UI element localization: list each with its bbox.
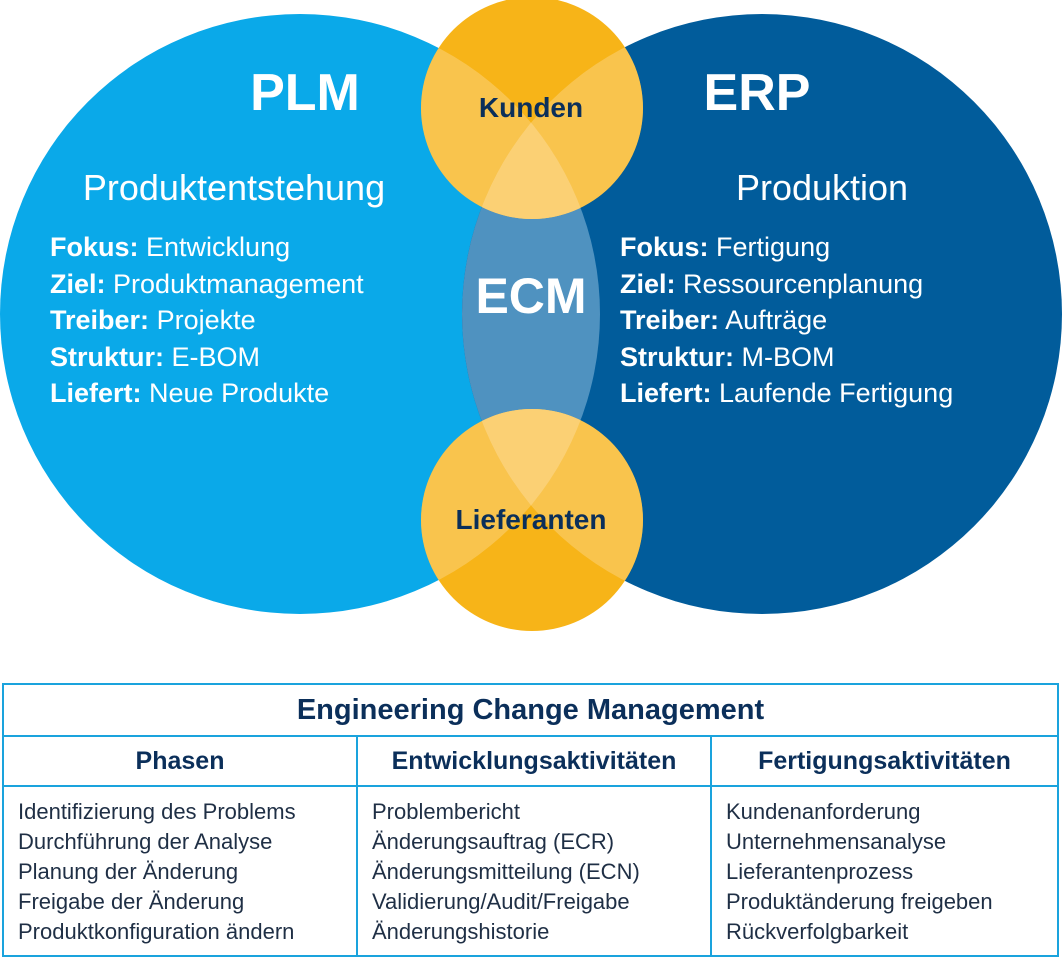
plm-subtitle: Produktentstehung — [83, 167, 385, 208]
column-header: Phasen — [4, 737, 356, 787]
kunden-label: Kunden — [479, 92, 583, 123]
list-item: Rückverfolgbarkeit — [726, 919, 909, 944]
table-column-entwicklung: Entwicklungsaktivitäten Problembericht Ä… — [356, 737, 710, 957]
list-item: Produktkonfiguration ändern — [18, 919, 295, 944]
table-column-phasen: Phasen Identifizierung des Problems Durc… — [4, 737, 356, 957]
list-item: Lieferantenprozess — [726, 859, 914, 884]
plm-property: Ziel: Produktmanagement — [50, 269, 364, 299]
ecm-table: Engineering Change Management Phasen Ide… — [2, 683, 1059, 957]
list-item: Freigabe der Änderung — [18, 889, 245, 914]
ecm-label: ECM — [475, 268, 586, 324]
plm-property: Fokus: Entwicklung — [50, 232, 290, 262]
erp-property: Treiber: Aufträge — [620, 305, 827, 335]
kunden-plm-overlap — [421, 14, 600, 219]
list-item: Änderungshistorie — [372, 919, 550, 944]
erp-property: Liefert: Laufende Fertigung — [620, 378, 953, 408]
table-column-fertigung: Fertigungsaktivitäten Kundenanforderung … — [710, 737, 1057, 957]
list-item: Identifizierung des Problems — [18, 799, 296, 824]
erp-property: Ziel: Ressourcenplanung — [620, 269, 923, 299]
kunden-erp-overlap — [462, 14, 643, 219]
erp-subtitle: Produktion — [736, 167, 908, 208]
list-item: Planung der Änderung — [18, 859, 239, 884]
plm-property: Treiber: Projekte — [50, 305, 256, 335]
list-item: Validierung/Audit/Freigabe — [372, 889, 630, 914]
plm-title: PLM — [250, 64, 360, 122]
erp-property: Fokus: Fertigung — [620, 232, 830, 262]
plm-property: Liefert: Neue Produkte — [50, 378, 329, 408]
erp-property: Struktur: M-BOM — [620, 342, 835, 372]
lieferanten-plm-overlap — [421, 409, 600, 614]
list-item: Durchführung der Analyse — [18, 829, 273, 854]
plm-properties: Fokus: Entwicklung Ziel: Produktmanageme… — [50, 232, 364, 408]
erp-properties: Fokus: Fertigung Ziel: Ressourcenplanung… — [620, 232, 953, 408]
column-list: Problembericht Änderungsauftrag (ECR) Än… — [358, 787, 710, 947]
column-list: Kundenanforderung Unternehmensanalyse Li… — [712, 787, 1057, 947]
table-title: Engineering Change Management — [4, 685, 1057, 737]
column-header: Fertigungsaktivitäten — [712, 737, 1057, 787]
plm-property: Struktur: E-BOM — [50, 342, 260, 372]
erp-title: ERP — [704, 64, 811, 122]
table-columns: Phasen Identifizierung des Problems Durc… — [4, 737, 1057, 957]
list-item: Änderungsmitteilung (ECN) — [372, 859, 640, 884]
column-header: Entwicklungsaktivitäten — [358, 737, 710, 787]
list-item: Unternehmensanalyse — [726, 829, 947, 854]
list-item: Produktänderung freigeben — [726, 889, 993, 914]
lieferanten-erp-overlap — [462, 409, 643, 614]
list-item: Kundenanforderung — [726, 799, 921, 824]
lieferanten-label: Lieferanten — [456, 504, 607, 535]
column-list: Identifizierung des Problems Durchführun… — [4, 787, 356, 947]
list-item: Problembericht — [372, 799, 520, 824]
venn-diagram: PLM Produktentstehung Fokus: Entwicklung… — [0, 0, 1062, 631]
list-item: Änderungsauftrag (ECR) — [372, 829, 615, 854]
